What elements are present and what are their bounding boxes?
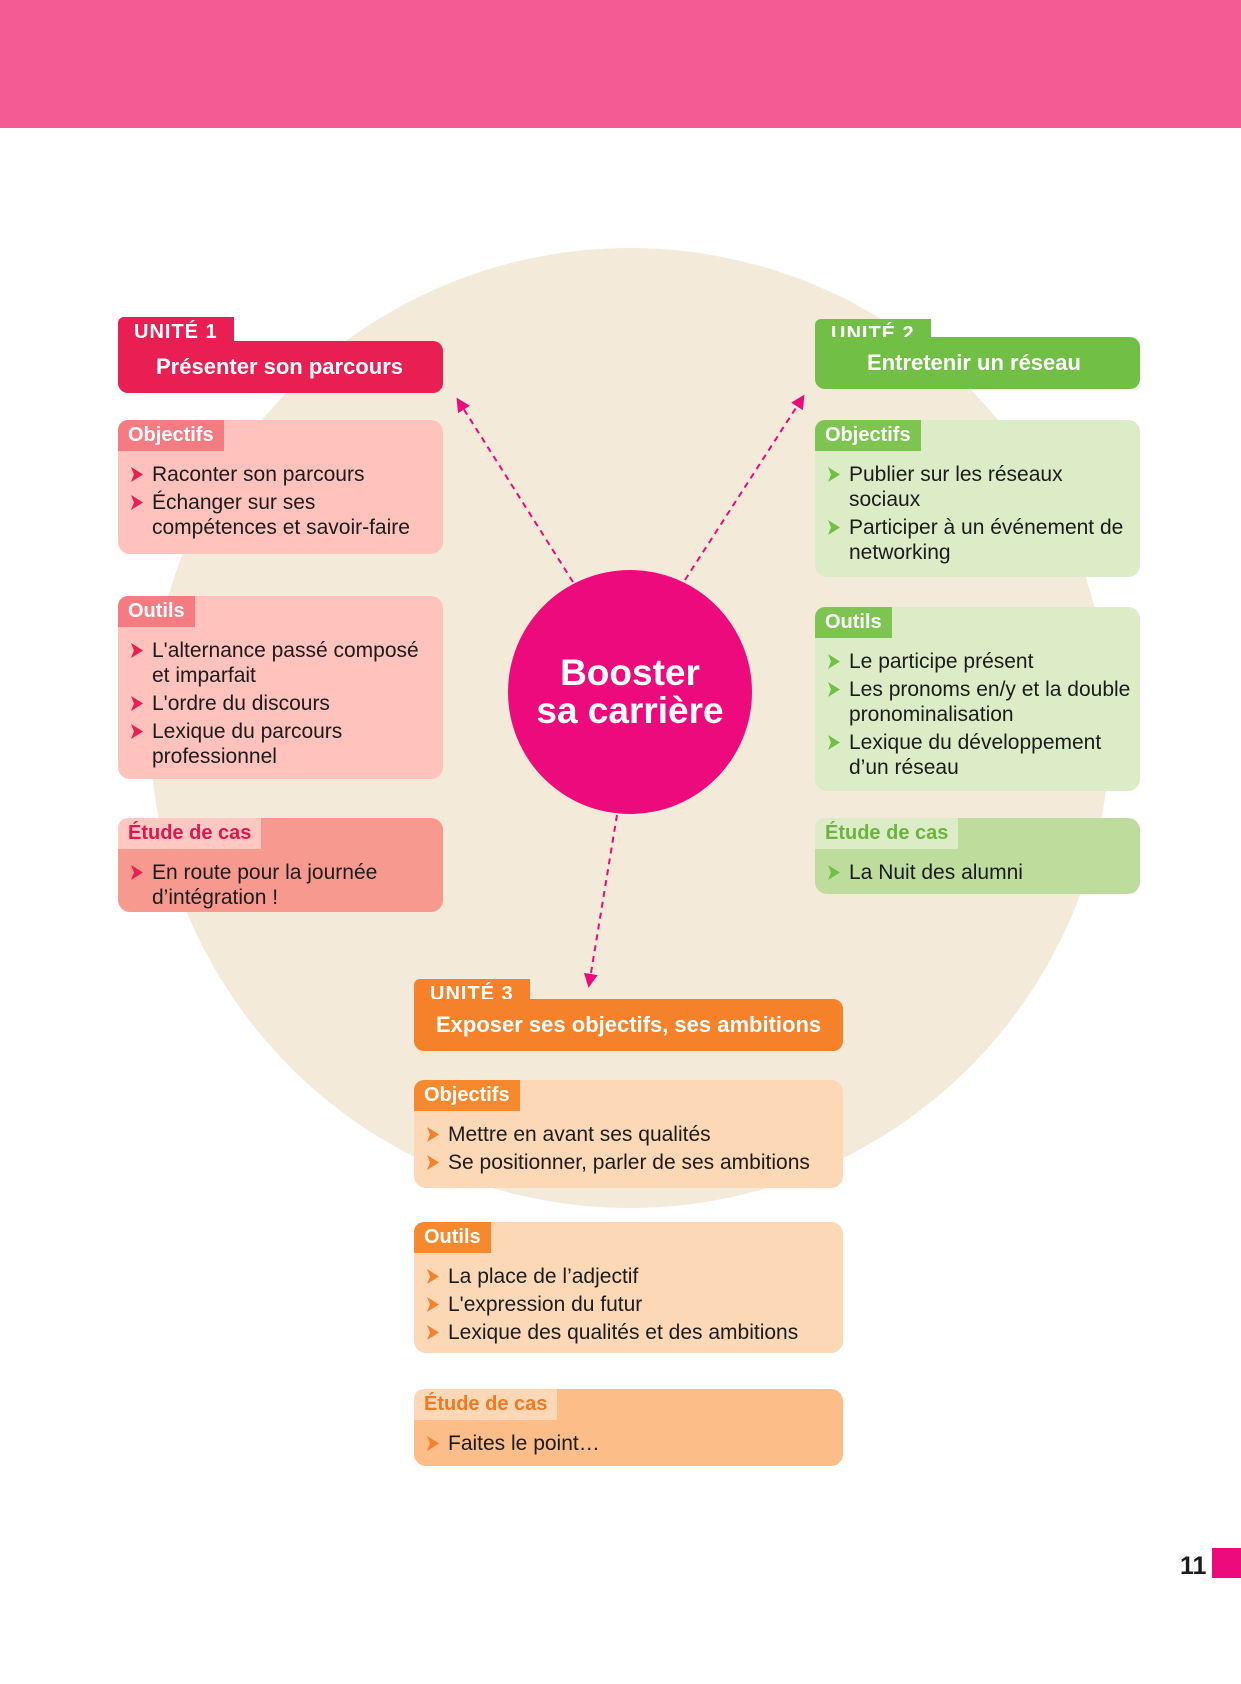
- unit-3-header: UNITÉ 3 Exposer ses objectifs, ses ambit…: [414, 979, 843, 1051]
- list-item-text: Participer à un événement de networking: [849, 516, 1124, 564]
- list-item: Publier sur les réseaux sociaux: [827, 462, 1132, 512]
- arrow-to-unit-1: [456, 397, 574, 583]
- unit-3-etude-list: Faites le point…: [426, 1431, 835, 1459]
- chevron-right-icon: [130, 724, 143, 739]
- hub-title: Booster sa carrière: [536, 652, 724, 731]
- list-item: En route pour la journée d’intégration !: [130, 860, 435, 910]
- unit-3-objectifs-list: Mettre en avant ses qualités Se positionn…: [426, 1122, 835, 1178]
- chevron-right-icon: [827, 865, 840, 880]
- list-item-text: Échanger sur ses compétences et savoir-f…: [152, 491, 410, 539]
- list-item-text: Publier sur les réseaux sociaux: [849, 463, 1063, 511]
- unit-3-title: Exposer ses objectifs, ses ambitions: [414, 999, 843, 1051]
- unit-1-etude-box: Étude de cas En route pour la journée d’…: [118, 818, 443, 912]
- list-item: Raconter son parcours: [130, 462, 435, 487]
- list-item: La place de l’adjectif: [426, 1264, 835, 1289]
- list-item-text: Lexique du développement d’un réseau: [849, 731, 1102, 779]
- list-item-text: Mettre en avant ses qualités: [448, 1123, 711, 1146]
- list-item: Faites le point…: [426, 1431, 835, 1456]
- unit-1-objectifs-label: Objectifs: [118, 420, 224, 451]
- list-item: Se positionner, parler de ses ambitions: [426, 1150, 835, 1175]
- unit-2-title: Entretenir un réseau: [815, 337, 1140, 389]
- list-item: Le participe présent: [827, 649, 1132, 674]
- unit-3-objectifs-label: Objectifs: [414, 1080, 520, 1111]
- list-item: Échanger sur ses compétences et savoir-f…: [130, 490, 435, 540]
- unit-1-etude-list: En route pour la journée d’intégration !: [130, 860, 435, 913]
- chevron-right-icon: [426, 1155, 439, 1170]
- list-item: L'expression du futur: [426, 1292, 835, 1317]
- page-number: 11: [1180, 1552, 1207, 1580]
- list-item-text: L'expression du futur: [448, 1293, 643, 1316]
- central-hub: Booster sa carrière: [508, 570, 752, 814]
- list-item-text: Se positionner, parler de ses ambitions: [448, 1151, 810, 1174]
- chevron-right-icon: [426, 1127, 439, 1142]
- list-item: L'ordre du discours: [130, 691, 435, 716]
- unit-2-header: UNITÉ 2 Entretenir un réseau: [815, 319, 1140, 391]
- page-number-tab: [1212, 1548, 1241, 1578]
- chevron-right-icon: [827, 654, 840, 669]
- unit-3-etude-box: Étude de cas Faites le point…: [414, 1389, 843, 1466]
- unit-1-title: Présenter son parcours: [118, 341, 443, 393]
- chevron-right-icon: [426, 1436, 439, 1451]
- unit-1-outils-box: Outils L'alternance passé composé et imp…: [118, 596, 443, 779]
- unit-2-etude-list: La Nuit des alumni: [827, 860, 1132, 888]
- chevron-right-icon: [130, 696, 143, 711]
- list-item: Mettre en avant ses qualités: [426, 1122, 835, 1147]
- chevron-right-icon: [827, 467, 840, 482]
- list-item: Lexique du développement d’un réseau: [827, 730, 1132, 780]
- chevron-right-icon: [130, 643, 143, 658]
- list-item: Lexique du parcours professionnel: [130, 719, 435, 769]
- chevron-right-icon: [827, 682, 840, 697]
- chevron-right-icon: [130, 467, 143, 482]
- list-item: Les pronoms en/y et la double pronominal…: [827, 677, 1132, 727]
- list-item-text: La place de l’adjectif: [448, 1265, 639, 1288]
- list-item-text: Faites le point…: [448, 1432, 600, 1455]
- chevron-right-icon: [827, 520, 840, 535]
- unit-2-outils-label: Outils: [815, 607, 892, 638]
- list-item: L'alternance passé composé et imparfait: [130, 638, 435, 688]
- chevron-right-icon: [827, 735, 840, 750]
- chevron-right-icon: [130, 865, 143, 880]
- list-item-text: Raconter son parcours: [152, 463, 365, 486]
- list-item-text: Les pronoms en/y et la double pronominal…: [849, 678, 1131, 726]
- list-item: Lexique des qualités et des ambitions: [426, 1320, 835, 1345]
- top-color-band: [0, 0, 1241, 128]
- list-item-text: L'ordre du discours: [152, 692, 330, 715]
- unit-1-header: UNITÉ 1 Présenter son parcours: [118, 317, 443, 393]
- list-item-text: La Nuit des alumni: [849, 861, 1023, 884]
- list-item-text: Lexique des qualités et des ambitions: [448, 1321, 799, 1344]
- chevron-right-icon: [130, 495, 143, 510]
- unit-2-objectifs-label: Objectifs: [815, 420, 921, 451]
- unit-1-etude-label: Étude de cas: [118, 818, 262, 849]
- unit-2-etude-label: Étude de cas: [815, 818, 959, 849]
- chevron-right-icon: [426, 1269, 439, 1284]
- unit-2-etude-box: Étude de cas La Nuit des alumni: [815, 818, 1140, 894]
- list-item-text: L'alternance passé composé et imparfait: [152, 639, 419, 687]
- unit-3-outils-label: Outils: [414, 1222, 491, 1253]
- chevron-right-icon: [426, 1297, 439, 1312]
- unit-2-objectifs-box: Objectifs Publier sur les réseaux sociau…: [815, 420, 1140, 577]
- arrow-to-unit-3: [583, 814, 618, 988]
- unit-1-outils-label: Outils: [118, 596, 195, 627]
- unit-3-etude-label: Étude de cas: [414, 1389, 558, 1420]
- arrow-to-unit-2: [684, 394, 805, 581]
- list-item-text: Le participe présent: [849, 650, 1034, 673]
- chevron-right-icon: [426, 1325, 439, 1340]
- list-item: Participer à un événement de networking: [827, 515, 1132, 565]
- list-item-text: Lexique du parcours professionnel: [152, 720, 343, 768]
- list-item: La Nuit des alumni: [827, 860, 1132, 885]
- list-item-text: En route pour la journée d’intégration !: [152, 861, 378, 909]
